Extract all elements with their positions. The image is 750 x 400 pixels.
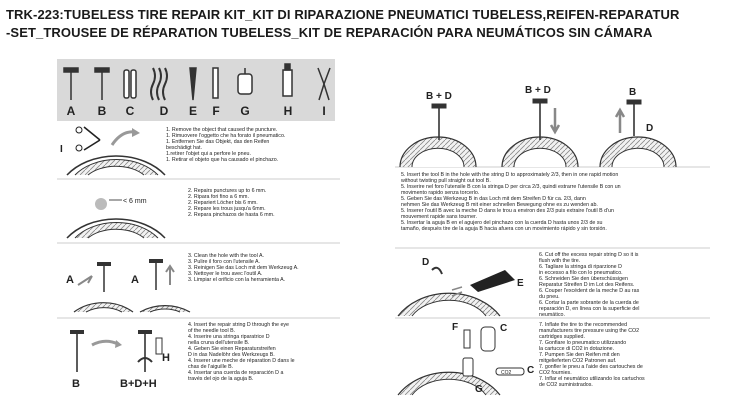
step-3-label-a-2: A: [131, 274, 139, 286]
step-4-label-b: B: [72, 378, 80, 390]
inflator-g-icon: [237, 68, 253, 95]
step-6-label-d: D: [422, 257, 429, 268]
part-label-f: F: [212, 104, 219, 118]
step-7-text: 7. Inflate the tire to the recommended m…: [539, 322, 645, 388]
step-5-label-d: D: [646, 123, 653, 134]
adapter-f-icon: [212, 67, 219, 99]
step-5-text: 5. Insert the tool B in the hole with th…: [401, 172, 621, 232]
step-7-label-c-2: C: [527, 365, 534, 376]
step-6-label-e: E: [517, 278, 524, 289]
step-2-text: 2. Repairs punctures up to 6 mm. 2. Ripa…: [188, 188, 275, 218]
cutter-e-icon: [189, 67, 197, 101]
document-title: TRK-223:TUBELESS TIRE REPAIR KIT_KIT DI …: [6, 6, 746, 42]
step-6-illustration: D E: [397, 257, 524, 317]
step-5-label-bd-1: B + D: [426, 91, 452, 102]
step-4-text: 4. Insert the repair string D through th…: [188, 322, 295, 382]
step-5-illustration: B + D B + D B D: [399, 85, 677, 168]
step-1-text: 1. Remove the object that caused the pun…: [166, 127, 286, 163]
step-6-text: 6. Cut off the excess repair string D so…: [539, 252, 640, 318]
part-label-a: A: [67, 104, 76, 118]
part-label-b: B: [98, 104, 107, 118]
step-5-label-b: B: [629, 87, 636, 98]
step-4-label-h: H: [162, 352, 170, 364]
glue-tube-h-icon: [282, 63, 293, 97]
co2-cartridge-c-icon: [123, 69, 137, 99]
part-label-c: C: [126, 104, 135, 118]
part-label-e: E: [189, 104, 197, 118]
step-3-illustration: A A: [66, 259, 191, 313]
step-1-tool-label: I: [60, 144, 63, 155]
reamer-tool-a-icon: [63, 67, 79, 100]
step-4-label-bdh: B+D+H: [120, 378, 157, 390]
title-line-2: -SET_TROUSEE DE RÉPARATION TUBELESS_KIT …: [6, 25, 653, 40]
step-1-illustration: I: [60, 126, 166, 176]
pliers-i-icon: [317, 67, 331, 101]
step-4-illustration: B H B+D+H: [70, 330, 170, 390]
step-2-illustration: < 6 mm: [66, 198, 166, 239]
step-7-illustration: CO2 F C G C: [397, 322, 534, 396]
step-5-label-bd-2: B + D: [525, 85, 551, 96]
part-label-h: H: [284, 104, 293, 118]
part-label-i: I: [322, 104, 325, 118]
needle-tool-b-icon: [94, 67, 110, 100]
repair-strings-d-icon: [150, 67, 168, 101]
step-7-label-f: F: [452, 322, 458, 333]
puncture-size-label: < 6 mm: [123, 198, 147, 205]
co2-cartridge-label: CO2: [501, 370, 512, 376]
step-3-label-a-1: A: [66, 274, 74, 286]
step-7-label-g: G: [475, 384, 483, 395]
step-3-text: 3. Clean the hole with the tool A. 3. Pu…: [188, 253, 299, 283]
title-line-1: TRK-223:TUBELESS TIRE REPAIR KIT_KIT DI …: [6, 7, 680, 22]
step-7-label-c-1: C: [500, 323, 507, 334]
part-label-d: D: [160, 104, 169, 118]
parts-strip: A B C D E F G H I: [57, 59, 335, 121]
part-label-g: G: [240, 104, 249, 118]
